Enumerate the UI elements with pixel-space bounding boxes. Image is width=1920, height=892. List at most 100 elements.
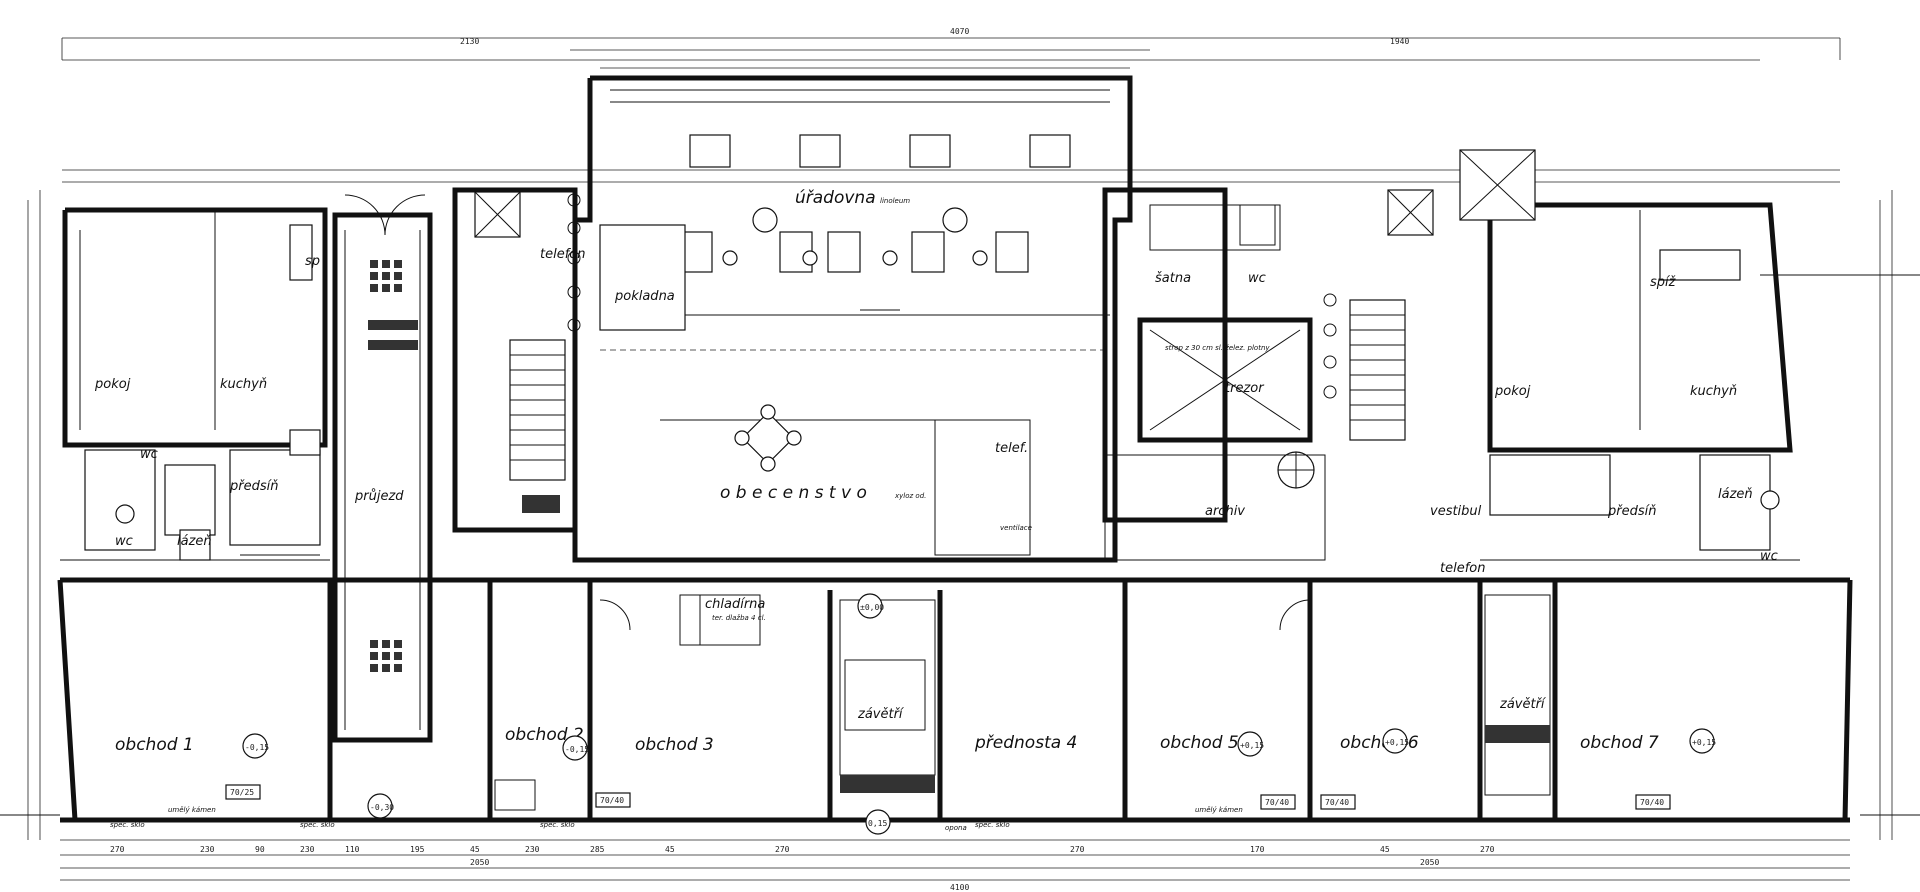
room-label-wc-right: wc	[1760, 549, 1778, 564]
room-label-kuchyn-right: kuchyň	[1690, 384, 1737, 399]
room-sub-obecenstvo: xyloz od.	[894, 492, 926, 500]
room-label-zavetri-center: závětří	[857, 707, 905, 722]
room-label-kuchyn-left: kuchyň	[220, 377, 267, 392]
dim-bottom-segment: 110	[345, 845, 360, 854]
level-mark: ±0,00	[860, 603, 884, 612]
dim-total-top: 4070	[950, 27, 969, 36]
room-label-prednosta-4: přednosta 4	[974, 733, 1077, 753]
level-mark: -0,15	[565, 745, 589, 754]
dim-bottom-segment: 270	[1480, 845, 1495, 854]
level-mark: +0,15	[1240, 741, 1264, 750]
room-label-obchod-7: obchod 7	[1580, 733, 1659, 753]
room-label-zavetri-right: závětří	[1499, 697, 1547, 712]
room-label-saina: šatna	[1155, 271, 1191, 286]
window-tag: 70/40	[1325, 798, 1349, 807]
dim-bottom-segment: 270	[775, 845, 790, 854]
level-mark: -0,30	[370, 803, 394, 812]
room-label-lazen-right: lázeň	[1718, 487, 1753, 502]
dim-bottom-left: 2050	[470, 858, 489, 867]
room-label-obchod-1: obchod 1	[115, 735, 194, 755]
left-staircase	[452, 187, 578, 533]
window-tag-box	[1260, 794, 1296, 810]
level-mark-circle	[1237, 731, 1263, 757]
room-label-predsin-left: předsíň	[229, 479, 278, 494]
room-sub-chladirna: ter. dlažba 4 cl.	[712, 614, 766, 622]
level-mark-circle	[562, 735, 588, 761]
dim-bottom-segment: 230	[200, 845, 215, 854]
dim-bottom-segment: 45	[665, 845, 675, 854]
passage	[332, 194, 433, 743]
room-label-chladirna: chladírna	[705, 597, 765, 612]
level-marks: -0,15±0,00-0,15+0,15+0,15+0,15-0,300,15	[242, 593, 1716, 835]
room-label-uradovna: úřadovna	[795, 188, 876, 208]
level-mark: +0,15	[1692, 738, 1716, 747]
level-mark-circle	[242, 733, 268, 759]
facade-note: umělý kámen	[168, 806, 216, 814]
outer-hatch	[0, 274, 1920, 816]
window-tag: 70/25	[230, 788, 254, 797]
dim-bottom-segment: 90	[255, 845, 265, 854]
room-label-pokoj-right: pokoj	[1494, 384, 1531, 399]
dim-bottom-right: 2050	[1420, 858, 1439, 867]
dim-bottom-segment: 270	[110, 845, 125, 854]
room-label-wc-left-2: wc	[115, 534, 133, 549]
room-label-wc-left-1: wc	[140, 447, 158, 462]
window-tag: 70/40	[600, 796, 624, 805]
facade-note: spec. sklo	[975, 821, 1010, 829]
facade-note: spec. sklo	[300, 821, 335, 829]
room-label-lazen-left: lázeň	[177, 534, 212, 549]
facade-note: opona	[945, 824, 967, 832]
room-label-pokladna: pokladna	[614, 289, 675, 304]
dim-bottom-segment: 45	[470, 845, 480, 854]
dim-bottom-segment: 170	[1250, 845, 1265, 854]
room-label-predsin-right: předsíň	[1607, 504, 1656, 519]
level-mark-circle	[1382, 728, 1408, 754]
facade-note: spec. sklo	[110, 821, 145, 829]
room-label-telefon-top: telefon	[540, 247, 585, 262]
room-label-wc-top: wc	[1248, 271, 1266, 286]
room-label-obchod-2: obchod 2	[505, 725, 584, 745]
dim-bottom-segment: 230	[300, 845, 315, 854]
room-label-telef: telef.	[995, 441, 1028, 456]
window-tag-box	[1635, 794, 1671, 810]
level-mark-circle	[367, 793, 393, 819]
room-label-tresor: trezor	[1225, 381, 1265, 396]
room-label-telefon-right: telefon	[1440, 561, 1485, 576]
window-tag: 70/40	[1265, 798, 1289, 807]
dim-bottom-segment: 195	[410, 845, 425, 854]
dim-right-top: 1940	[1390, 37, 1409, 46]
facade-note: umělý kámen	[1195, 806, 1243, 814]
room-label-pokoj-left: pokoj	[94, 377, 131, 392]
level-mark: +0,15	[1385, 738, 1409, 747]
room-label-prujezd: průjezd	[354, 489, 404, 504]
window-tag-box	[225, 784, 261, 800]
level-mark-circle	[1689, 728, 1715, 754]
level-mark: 0,15	[868, 819, 887, 828]
treasury-archive	[934, 204, 1326, 561]
room-label-obchod-5: obchod 5	[1160, 733, 1239, 753]
bottom-dimension-lines	[60, 839, 1850, 881]
shop-row	[57, 577, 1853, 823]
room-label-archiv: archiv	[1205, 504, 1245, 519]
window-tag-box	[1320, 794, 1356, 810]
side-dimension-lines	[27, 190, 1893, 840]
dim-bottom-segment: 45	[1380, 845, 1390, 854]
top-dimension-lines	[61, 37, 1841, 183]
level-mark-circle	[865, 809, 891, 835]
office-desks	[599, 134, 1071, 472]
facade-notes: spec. sklo umělý kámen spec. sklo spec. skl…	[110, 806, 1243, 832]
dim-bottom-total: 4100	[950, 883, 969, 892]
window-tag-box	[595, 792, 631, 808]
right-wing	[1102, 149, 1800, 561]
room-label-obchod-3: obchod 3	[635, 735, 714, 755]
dim-bottom-segment: 270	[1070, 845, 1085, 854]
label-ventilace: ventilace	[1000, 524, 1032, 532]
dim-bottom-segment: 285	[590, 845, 605, 854]
room-label-spiz: spíž	[1650, 275, 1677, 290]
dim-bottom-segment: 230	[525, 845, 540, 854]
room-sub-uradovna: linoleum	[880, 197, 910, 205]
bottom-segment-dims: 270 230 90 230 110 195 45 230 285 45 270 270 170 45 27…	[110, 845, 1495, 854]
dim-left-top: 2130	[460, 37, 479, 46]
